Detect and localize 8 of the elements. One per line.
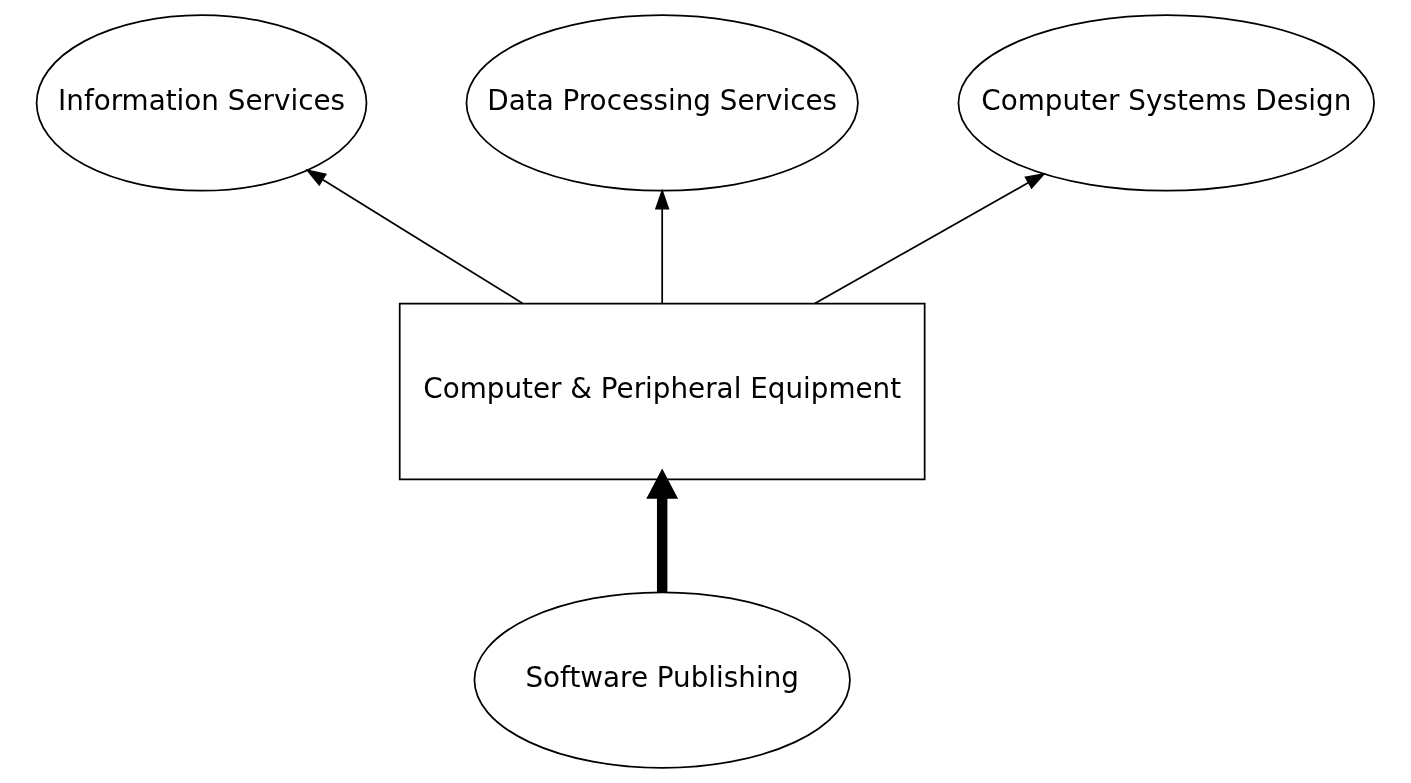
node-ellipse: Information Services bbox=[35, 14, 368, 192]
arrow bbox=[813, 172, 1047, 305]
node-ellipse: Data Processing Services bbox=[465, 14, 859, 192]
arrow bbox=[654, 188, 670, 305]
node-box: Computer & Peripheral Equipment bbox=[398, 302, 926, 481]
node-ellipse: Software Publishing bbox=[473, 591, 851, 769]
arrow bbox=[646, 468, 679, 592]
arrow bbox=[305, 168, 524, 305]
